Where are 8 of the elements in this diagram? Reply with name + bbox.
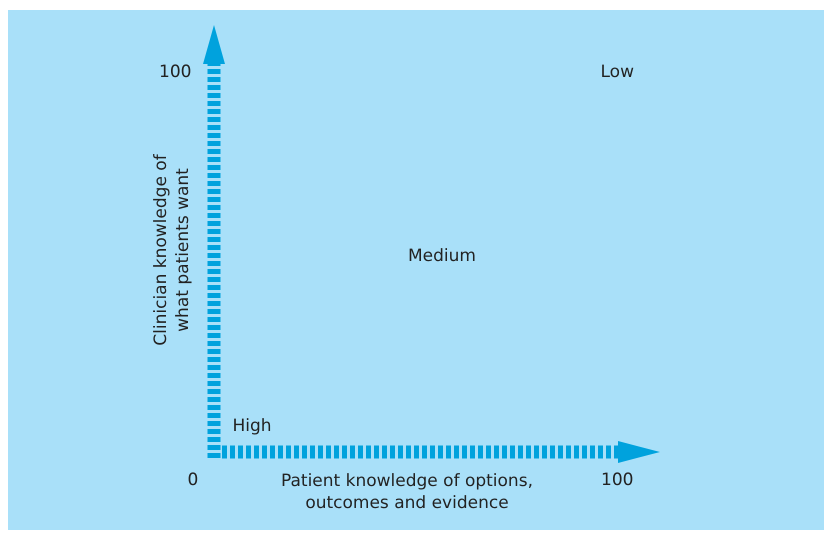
level-label: Low xyxy=(600,61,634,83)
level-label: Medium xyxy=(408,245,476,267)
axis-title: Clinician knowledge of what patients want xyxy=(150,153,194,348)
axis-tick-label: 100 xyxy=(601,469,634,491)
axis-tick-label: 100 xyxy=(159,61,192,83)
level-label: High xyxy=(232,415,272,437)
axis-tick-label: 0 xyxy=(188,469,198,491)
axis-title: Patient knowledge of options, outcomes and evidence xyxy=(280,470,534,514)
